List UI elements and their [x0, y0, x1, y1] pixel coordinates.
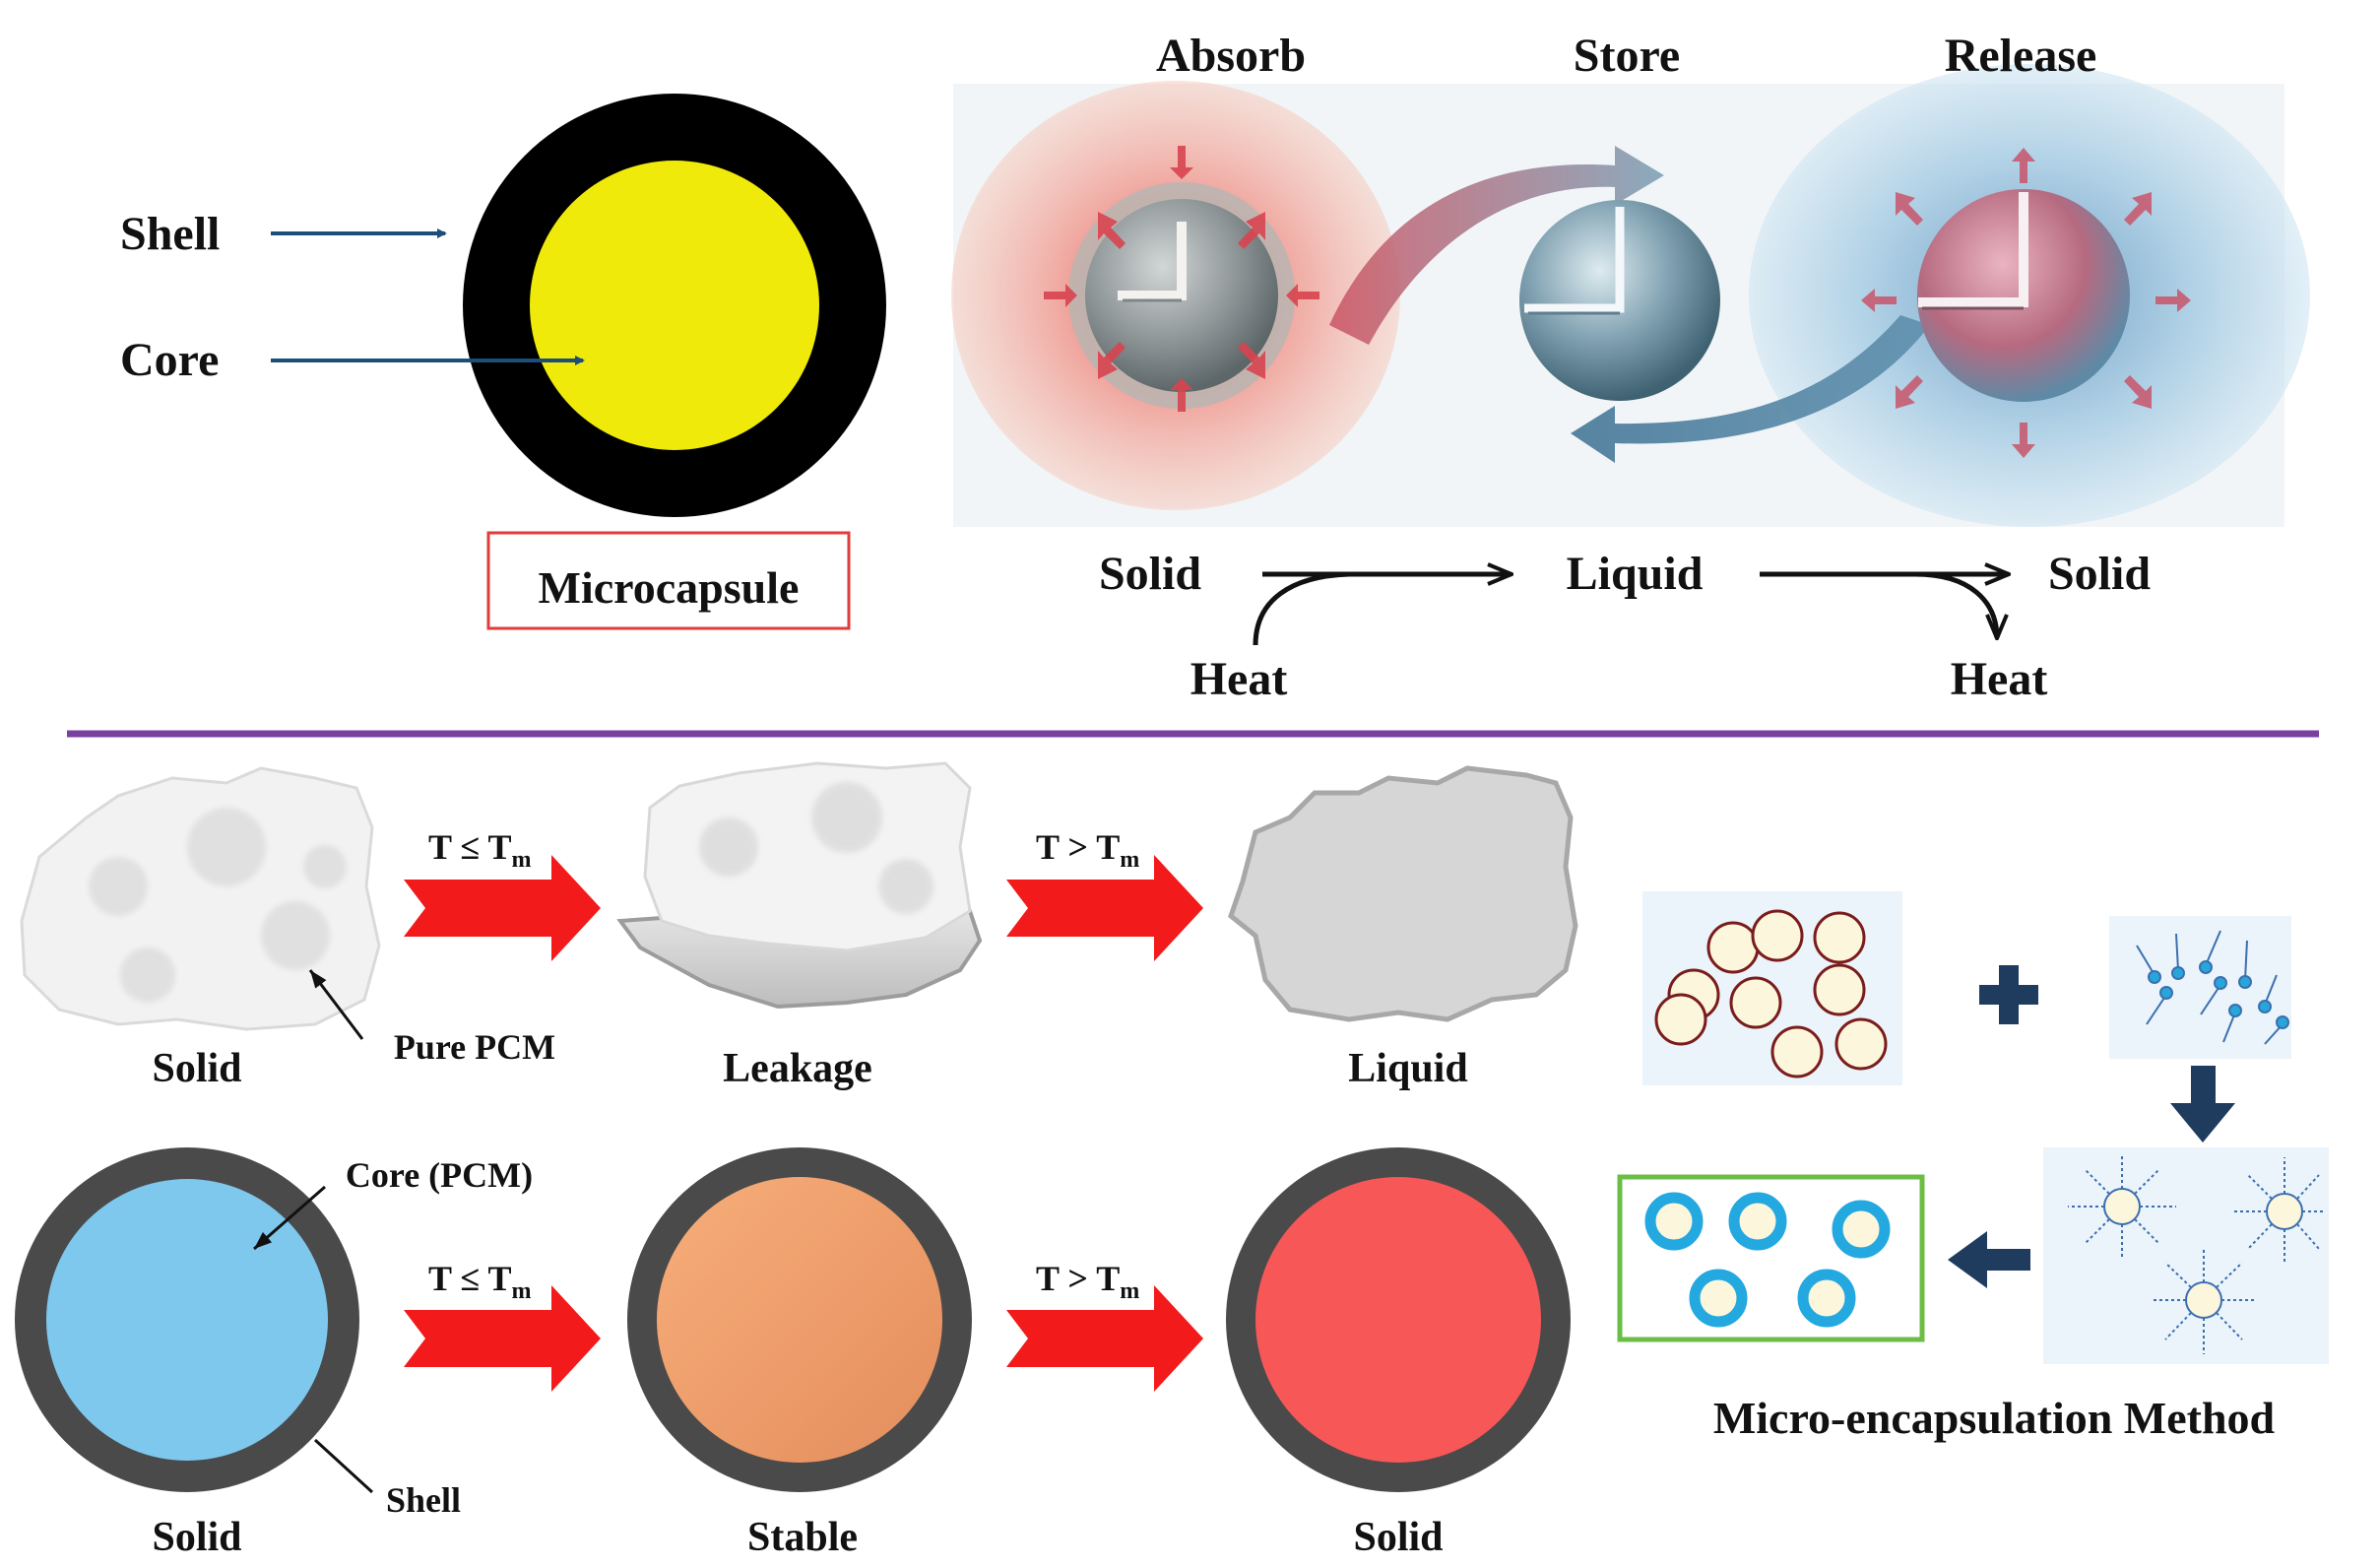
pure-pcm-label: Pure PCM — [394, 1027, 555, 1067]
method-title: Micro-encapsulation Method — [1713, 1393, 2276, 1443]
capsule-stable-label: Stable — [747, 1515, 858, 1560]
store-swoosh-arrow — [1329, 146, 1664, 345]
store-label: Store — [1574, 30, 1680, 82]
release-label: Release — [1945, 30, 2097, 82]
release-outward-arrows — [1861, 148, 2191, 458]
pure-pcm-solid-label: Solid — [152, 1046, 241, 1091]
surfactant-panel — [2109, 916, 2291, 1059]
core-droplets — [1654, 909, 1888, 1078]
capsule-liquid-core — [1255, 1177, 1541, 1463]
liquid-label: Liquid — [1348, 1046, 1467, 1091]
shell-pcm-label: Shell — [386, 1480, 461, 1520]
arrow-down-icon — [2170, 1066, 2235, 1143]
leakage-label: Leakage — [723, 1046, 872, 1091]
micelle — [2151, 1249, 2257, 1354]
phase-solid-start: Solid — [1099, 548, 1201, 600]
shell-label: Shell — [120, 208, 220, 260]
capsule-solid-label: Solid — [152, 1515, 241, 1560]
surfactant-molecules — [2136, 930, 2289, 1045]
pure-pcm-row: Pure PCM Solid T ≤ Tm Leakage T > Tm Liq… — [20, 761, 1578, 1091]
micelle — [2068, 1154, 2176, 1259]
absorb-capsule — [1068, 182, 1295, 409]
heating-label-3: T ≤ Tm — [428, 1259, 531, 1304]
heat-input-label: Heat — [1190, 653, 1288, 705]
core-pcm-pointer — [253, 1185, 326, 1251]
heat-input-curve — [1253, 571, 1350, 646]
micelle — [2233, 1157, 2326, 1263]
shell-pcm-pointer — [313, 1438, 374, 1494]
store-capsule — [1519, 200, 1720, 401]
plus-icon — [1979, 965, 2038, 1024]
microcapsule-rings — [1644, 1192, 1891, 1328]
phase-solid-end: Solid — [2048, 548, 2151, 600]
phase-change-cycle: Absorb Store Release Solid Heat Liquid H… — [951, 30, 2310, 705]
return-swoosh-arrow — [1571, 315, 1930, 463]
heat-output-label: Heat — [1951, 653, 2048, 705]
capsule-solid-core — [46, 1179, 328, 1461]
microcapsule-core — [530, 161, 819, 450]
micelles-panel — [2043, 1147, 2329, 1364]
microcapsule-label-box — [486, 531, 851, 630]
pure-pcm-pointer — [308, 969, 364, 1040]
capsule-liquid-label: Solid — [1353, 1515, 1443, 1560]
absorb-inward-arrows — [1044, 146, 1319, 412]
microcapsule-structure: Shell Core Microcapsule — [120, 94, 886, 630]
core-pcm-label: Core (PCM) — [346, 1155, 533, 1195]
phase-liquid: Liquid — [1567, 548, 1704, 600]
heating-label-2: T > Tm — [1036, 827, 1139, 873]
micro-encapsulation-method: Micro-encapsulation Method — [1617, 891, 2329, 1443]
release-capsule — [1917, 189, 2130, 402]
heat-output-curve — [1914, 571, 1997, 638]
capsule-stable-core — [657, 1177, 942, 1463]
micelles — [2068, 1154, 2326, 1354]
heating-arrow-1 — [404, 855, 601, 961]
heating-arrow-4 — [1006, 1285, 1203, 1392]
liquid-puddle — [1228, 765, 1578, 1022]
pure-pcm-powder — [20, 766, 381, 1031]
heating-arrow-3 — [404, 1285, 601, 1392]
arrow-left-icon — [1948, 1231, 2030, 1288]
heating-arrow-2 — [1006, 855, 1203, 961]
absorb-label: Absorb — [1156, 30, 1306, 82]
core-label: Core — [120, 334, 219, 386]
leakage-puddle — [616, 761, 983, 1010]
encapsulated-pcm-row: Core (PCM) Shell Solid T ≤ Tm Stable T >… — [15, 1147, 1571, 1560]
heating-label-1: T ≤ Tm — [428, 827, 531, 873]
microcapsule-label: Microcapsule — [539, 562, 800, 613]
heating-label-4: T > Tm — [1036, 1259, 1139, 1304]
